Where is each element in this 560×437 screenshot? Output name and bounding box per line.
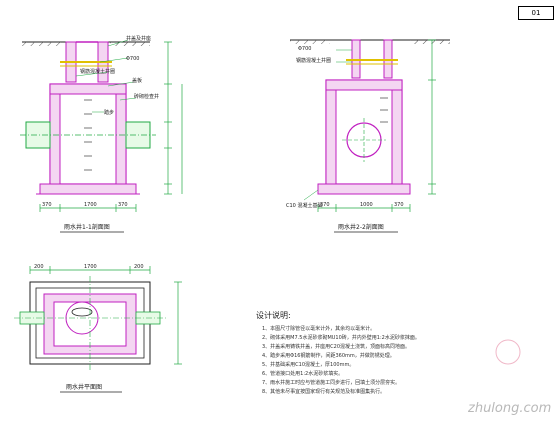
title-block: 01 bbox=[518, 6, 554, 20]
design-notes: 设计说明: 1、本图尺寸除管径以毫米计外，其余均以毫米计。 2、砌体采用M7.5… bbox=[256, 310, 420, 395]
section-1-1-view: 370 1700 370 井盖及井座 Φ700 钢筋混凝土井圈 盖板 砖砌检查井… bbox=[20, 35, 183, 233]
notes-heading: 设计说明: bbox=[256, 310, 291, 320]
dim-bottom-2: 1700 bbox=[84, 202, 97, 208]
note-line-7: 7、雨水井施工时应与管道施工同步进行，回填土须分层夯实。 bbox=[262, 379, 400, 386]
label2-diameter: Φ700 bbox=[298, 46, 311, 52]
dim2-bottom-2: 1000 bbox=[360, 202, 373, 208]
label-diameter: Φ700 bbox=[126, 56, 139, 62]
label-cover: 盖板 bbox=[132, 77, 142, 84]
note-line-4: 4、踏步采用Φ16钢筋制作，间距360mm，并做防锈处理。 bbox=[262, 352, 395, 359]
dim2-bottom-3: 370 bbox=[394, 202, 404, 208]
note-line-2: 2、砌体采用M7.5水泥砂浆砌MU10砖，井内外壁用1:2水泥砂浆抹面。 bbox=[262, 334, 420, 341]
plan-dim-1: 200 bbox=[34, 264, 44, 270]
watermark-seal bbox=[495, 339, 521, 365]
label-ground: 井盖及井座 bbox=[126, 35, 151, 42]
note-line-1: 1、本图尺寸除管径以毫米计外，其余均以毫米计。 bbox=[262, 325, 375, 332]
view2-title: 雨水井2-2剖面图 bbox=[338, 223, 384, 231]
label2-rebar-ring: 钢筋混凝土井圈 bbox=[296, 57, 331, 64]
view1-title: 雨水井1-1剖面图 bbox=[64, 223, 110, 231]
note-line-3: 3、井盖采用铸铁井盖，井座用C20混凝土浇筑，顶面标高同地面。 bbox=[262, 343, 410, 350]
note-line-6: 6、管道接口处用1:2水泥砂浆填实。 bbox=[262, 370, 343, 377]
dim-bottom-1: 370 bbox=[42, 202, 52, 208]
dim-bottom-3: 370 bbox=[118, 202, 128, 208]
view3-title: 雨水井平面图 bbox=[66, 383, 102, 391]
watermark: zhulong.com bbox=[467, 401, 551, 416]
label-rebar-ring: 钢筋混凝土井圈 bbox=[80, 68, 115, 75]
note-line-8: 8、其他未尽事宜按国家现行有关规范及标准图集执行。 bbox=[262, 388, 385, 395]
label-wall: 砖砌检查井 bbox=[134, 93, 159, 100]
plan-view: 200 1700 200 雨水井平面图 bbox=[14, 264, 182, 393]
ground-hatch bbox=[22, 42, 62, 46]
dim2-bottom-1: 370 bbox=[320, 202, 330, 208]
note-line-5: 5、井基础采用C10混凝土，厚100mm。 bbox=[262, 361, 354, 368]
section-2-2-view: 370 1000 370 Φ700 钢筋混凝土井圈 C10 混凝土基础 雨水井2… bbox=[286, 39, 450, 233]
plan-dim-3: 200 bbox=[134, 264, 144, 270]
label2-base: C10 混凝土基础 bbox=[286, 202, 322, 209]
label-ladder: 踏步 bbox=[104, 109, 114, 116]
plan-dim-2: 1700 bbox=[84, 264, 97, 270]
